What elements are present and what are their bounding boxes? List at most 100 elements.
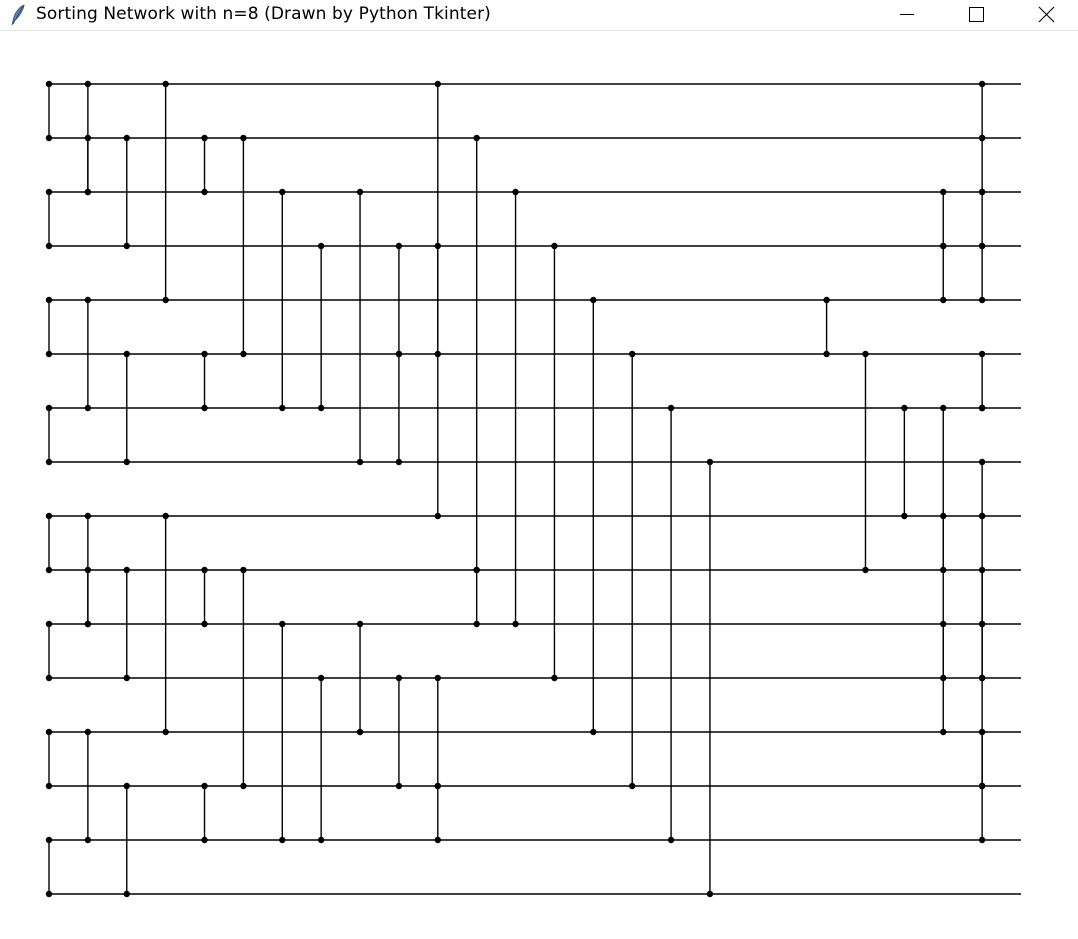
comparator-dot [45, 350, 53, 358]
comparator-dot [279, 404, 286, 412]
comparator-dot [434, 242, 441, 250]
comparator [978, 80, 986, 142]
close-button[interactable] [1023, 0, 1069, 30]
comparator-dot [45, 566, 53, 574]
comparator-dot [706, 458, 714, 466]
comparator-dot [978, 620, 986, 628]
comparator [978, 620, 986, 682]
feather-icon [11, 4, 25, 26]
minimize-icon [900, 14, 914, 15]
comparator-dot [279, 836, 286, 844]
comparator-dot [901, 512, 908, 520]
comparator [201, 350, 208, 412]
comparator-dot [240, 566, 247, 574]
comparator-dot [84, 80, 92, 88]
title-bar: Sorting Network with n=8 (Drawn by Pytho… [0, 0, 1078, 31]
comparator-dot [201, 620, 208, 628]
comparator-dot [84, 134, 92, 142]
comparator [45, 728, 53, 790]
comparator-dot [434, 80, 441, 88]
comparator [240, 566, 247, 790]
comparator-dot [162, 80, 169, 88]
sorting-network-canvas [45, 80, 1021, 898]
comparator-dot [978, 458, 986, 466]
comparator [940, 620, 947, 736]
comparator-dot [45, 836, 53, 844]
comparator-dot [434, 782, 441, 790]
comparator-dot [317, 674, 325, 682]
comparator-dot [940, 242, 947, 250]
comparator-dot [45, 674, 53, 682]
comparator-dot [395, 674, 403, 682]
comparator-dot [123, 458, 130, 466]
comparator-dot [629, 782, 636, 790]
comparator-dot [862, 350, 869, 358]
comparator-dot [512, 188, 519, 196]
comparator-dot [978, 188, 986, 196]
comparator-dot [823, 296, 830, 304]
comparator-dot [162, 728, 169, 736]
comparator-dot [356, 188, 364, 196]
comparator [395, 674, 403, 790]
comparator-dot [978, 350, 986, 358]
comparator [629, 350, 636, 790]
comparator [978, 728, 986, 790]
comparator-dot [978, 296, 986, 304]
comparator [862, 350, 869, 574]
comparator-dot [84, 620, 92, 628]
comparator [201, 782, 208, 844]
comparator-dot [279, 620, 286, 628]
comparator-dot [978, 404, 986, 412]
comparator-dot [45, 80, 53, 88]
comparator-dot [84, 404, 92, 412]
comparator [45, 404, 53, 466]
comparator-dot [201, 188, 208, 196]
comparator [706, 458, 714, 898]
comparator [356, 620, 364, 736]
comparator-dot [84, 296, 92, 304]
comparator-dot [940, 296, 947, 304]
comparator-dot [978, 728, 986, 736]
comparator-dot [862, 566, 869, 574]
comparator-dot [473, 566, 480, 574]
comparator-dot [395, 242, 403, 250]
comparator-dot [823, 350, 830, 358]
comparator-dot [45, 134, 53, 142]
comparator [434, 782, 441, 844]
comparator [201, 134, 208, 196]
comparator-dot [940, 620, 947, 628]
comparator [45, 620, 53, 682]
comparator-dot [395, 782, 403, 790]
comparator [356, 188, 364, 466]
comparator-dot [356, 620, 364, 628]
comparator [84, 566, 92, 628]
comparator-dot [940, 512, 947, 520]
comparator-dot [473, 134, 480, 142]
comparator-dot [434, 512, 441, 520]
comparator [123, 134, 130, 250]
comparator-dot [473, 620, 480, 628]
comparator [123, 782, 130, 898]
comparator-dot [123, 566, 130, 574]
comparator-dot [84, 188, 92, 196]
comparator-dot [240, 134, 247, 142]
comparator [201, 566, 208, 628]
comparator-dot [356, 458, 364, 466]
comparator-dot [317, 242, 325, 250]
comparator-dot [84, 728, 92, 736]
comparator-dot [667, 404, 675, 412]
comparator [45, 836, 53, 898]
comparator-dot [84, 512, 92, 520]
minimize-button[interactable] [884, 0, 930, 30]
comparator [434, 242, 441, 358]
comparator [512, 188, 519, 628]
comparator [84, 134, 92, 196]
comparator [123, 350, 130, 466]
comparator [317, 674, 325, 844]
comparator [978, 350, 986, 412]
comparator-dot [201, 782, 208, 790]
maximize-button[interactable] [953, 0, 999, 30]
comparator-dot [45, 728, 53, 736]
comparator-dot [629, 350, 636, 358]
comparator-dot [123, 134, 130, 142]
